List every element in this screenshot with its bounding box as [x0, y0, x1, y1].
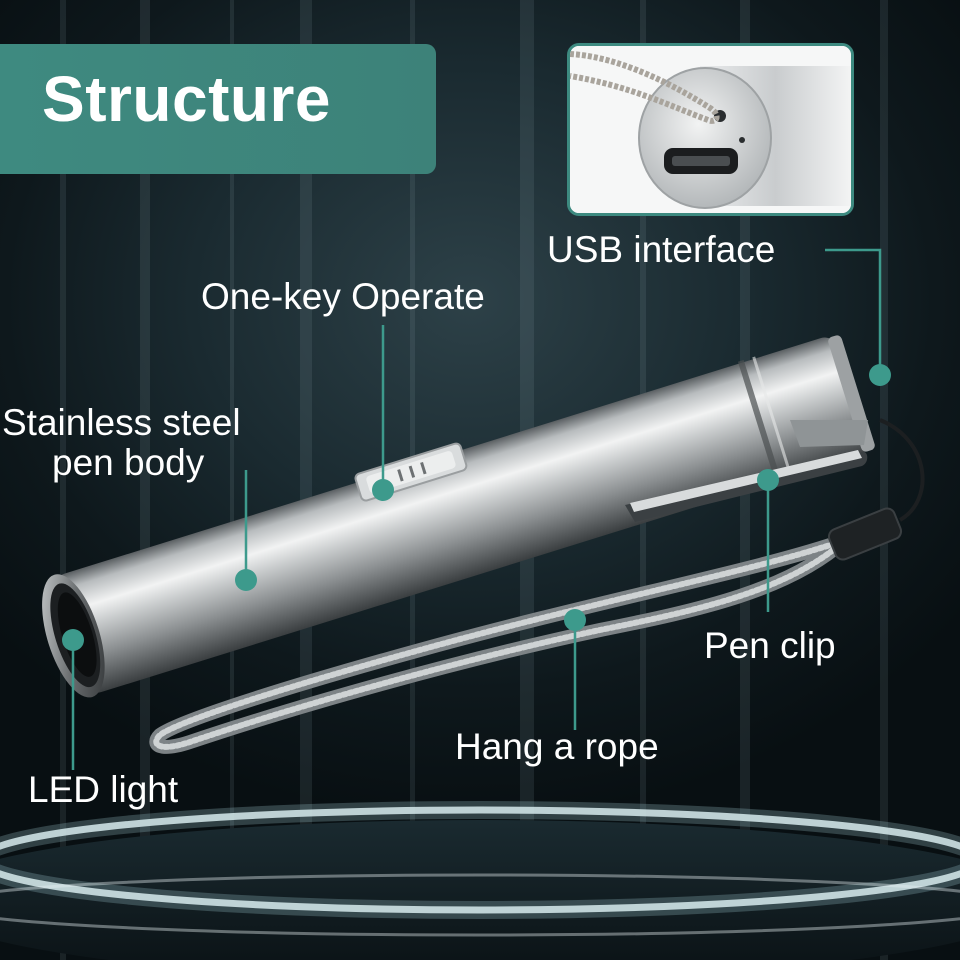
dot-led-light	[62, 629, 84, 651]
pen-clip-shape	[625, 420, 868, 522]
dot-pen-clip	[757, 469, 779, 491]
callout-lines	[71, 248, 882, 770]
dot-hang-a-rope	[564, 609, 586, 631]
dot-pen-body	[235, 569, 257, 591]
page-title: Structure	[42, 63, 331, 135]
hang-a-rope-label: Hang a rope	[455, 726, 659, 767]
title-banner	[0, 44, 436, 174]
dot-usb-interface	[869, 364, 891, 386]
floor-ring	[0, 801, 960, 960]
pen-body-label: pen body	[52, 442, 205, 483]
dot-one-key-operate	[372, 479, 394, 501]
one-key-operate-label: One-key Operate	[201, 276, 485, 317]
usb-closeup-inset	[567, 43, 854, 216]
callout-dots	[62, 364, 891, 651]
usb-closeup-image	[570, 46, 851, 213]
usb-interface-label: USB interface	[547, 229, 776, 270]
led-light-label: LED light	[28, 769, 179, 810]
pen-clip-label: Pen clip	[704, 625, 836, 666]
stainless-steel-label: Stainless steel	[2, 402, 241, 443]
